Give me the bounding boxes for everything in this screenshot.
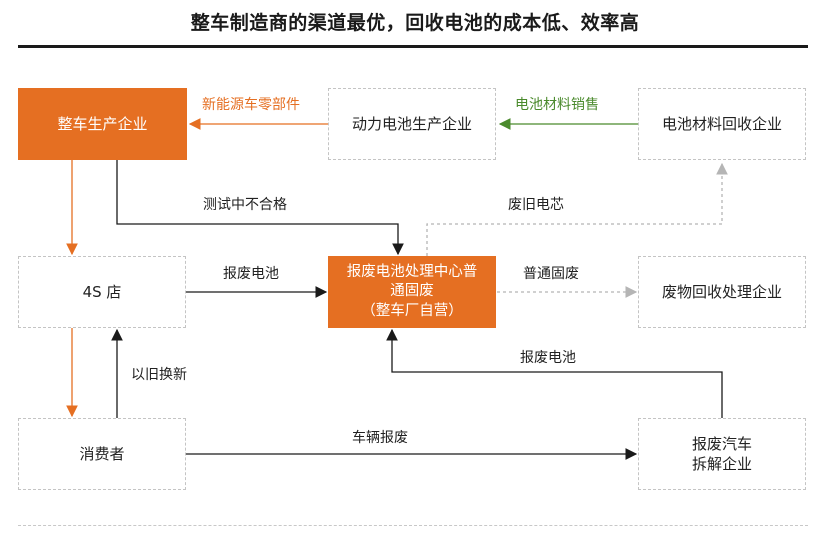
node-dealer-label: 4S 店	[82, 282, 122, 301]
edge-label-scrap-battery-dismantler: 报废电池	[520, 350, 576, 366]
edge-label-scrap-battery-dealer: 报废电池	[223, 266, 279, 282]
node-oem-label: 整车生产企业	[57, 114, 148, 133]
node-center-line3: （整车厂自营）	[361, 302, 463, 319]
edge-label-trade-in: 以旧换新	[131, 367, 187, 383]
node-consumer: 消费者	[18, 418, 186, 490]
node-battery-maker-label: 动力电池生产企业	[351, 114, 472, 133]
edge-label-test-fail: 测试中不合格	[203, 197, 287, 213]
node-dismantler: 报废汽车 拆解企业	[638, 418, 806, 490]
edge-label-parts: 新能源车零部件	[202, 97, 300, 113]
arrow-test-fail	[116, 160, 404, 256]
edge-label-old-cells: 废旧电芯	[508, 197, 564, 213]
node-processing-center: 报废电池处理中心普 通固废 （整车厂自营）	[328, 256, 496, 328]
edge-label-materials-sale: 电池材料销售	[515, 97, 599, 113]
node-dealer: 4S 店	[18, 256, 186, 328]
edge-label-general-waste: 普通固废	[523, 266, 579, 282]
node-oem: 整车生产企业	[18, 88, 187, 160]
node-battery-maker: 动力电池生产企业	[328, 88, 496, 160]
edge-label-vehicle-scrap: 车辆报废	[352, 430, 408, 446]
bottom-divider	[18, 525, 808, 526]
node-dismantler-line2: 拆解企业	[691, 455, 752, 473]
node-waste-recycler: 废物回收处理企业	[638, 256, 806, 328]
node-dismantler-line1: 报废汽车	[691, 434, 752, 453]
node-center-line2: 通固废	[390, 283, 434, 300]
title-divider	[18, 45, 808, 48]
page-title: 整车制造商的渠道最优，回收电池的成本低、效率高	[190, 12, 640, 34]
node-waste-recycler-label: 废物回收处理企业	[661, 282, 782, 301]
node-consumer-label: 消费者	[79, 444, 125, 463]
node-material-recycler-label: 电池材料回收企业	[661, 114, 782, 133]
arrow-old-cells	[426, 162, 728, 256]
arrow-dismantler-center	[386, 328, 723, 418]
node-material-recycler: 电池材料回收企业	[638, 88, 806, 160]
node-center-line1: 报废电池处理中心普	[346, 263, 478, 280]
